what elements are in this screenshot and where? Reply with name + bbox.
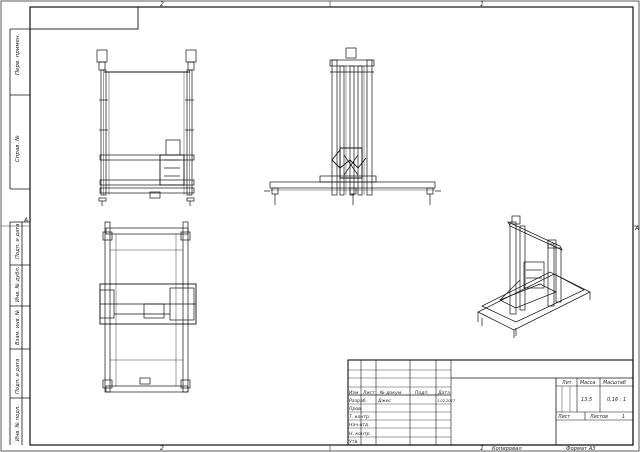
col-header-date: Дата — [437, 390, 450, 396]
designation-box — [29, 6, 139, 30]
side-label-reference-no: Справ. № — [15, 135, 21, 162]
scale-value: 0,16 : 1 — [607, 397, 626, 403]
top-view — [99, 221, 197, 393]
row-label-developed: Разраб. — [349, 398, 367, 404]
drawing-frame — [29, 6, 634, 446]
zone-right-a: A — [634, 225, 639, 232]
zone-top-1: 1 — [480, 1, 484, 8]
mass-value: 13,5 — [581, 397, 592, 403]
sheet-label: Лист — [557, 414, 570, 420]
zone-bottom-2: 2 — [160, 445, 164, 452]
side-columns: Перв. примен. Справ. № Подп. и дата Инв.… — [9, 28, 30, 445]
row-label-approved: Утв. — [349, 439, 359, 445]
copied-label: Копировал — [492, 446, 522, 452]
row-label-dept-head: Нач.отд. — [349, 422, 370, 428]
sheets-label: Листов — [589, 414, 608, 420]
zone-top-2: 2 — [160, 1, 164, 8]
row-label-norm-control: Н. контр. — [349, 431, 371, 437]
format-label: Формат А3 — [566, 446, 596, 452]
developer-name: Джес — [377, 398, 392, 404]
footer: Копировал Формат А3 — [492, 446, 596, 452]
lit-label: Лит. — [561, 380, 573, 386]
side-view — [264, 47, 441, 205]
zone-left-a: A — [23, 217, 28, 224]
scale-label: Масштаб — [603, 380, 626, 386]
side-label-replace-inv-no: Взам. инв. № — [15, 310, 21, 345]
title-block-text: Изм Лист № докум. Подп. Дата Разраб. Про… — [349, 380, 626, 445]
side-label-sign-date-2: Подп. и дата — [15, 359, 21, 394]
row-label-checked: Пров. — [349, 406, 362, 412]
col-header-doc-no: № докум. — [379, 390, 403, 396]
sheets-value: 1 — [622, 414, 625, 420]
front-view — [96, 49, 197, 206]
title-block — [347, 359, 634, 446]
mass-label: Масса — [580, 380, 595, 386]
side-label-dup-inv-no: Инв. № дубл. — [15, 267, 21, 303]
row-label-tech-control: Т. контр. — [349, 414, 370, 420]
zone-bottom-1: 1 — [480, 445, 484, 452]
col-header-sheet: Лист — [362, 390, 375, 396]
side-label-orig-inv-no: Инв. № подл. — [15, 405, 21, 441]
developer-date: 1.02.2017 — [437, 399, 456, 403]
col-header-change: Изм — [349, 390, 359, 396]
col-header-sign: Подп. — [415, 390, 429, 396]
isometric-view — [477, 215, 591, 338]
side-label-sign-date-1: Подп. и дата — [15, 224, 21, 259]
side-label-first-use: Перв. примен. — [15, 33, 21, 75]
